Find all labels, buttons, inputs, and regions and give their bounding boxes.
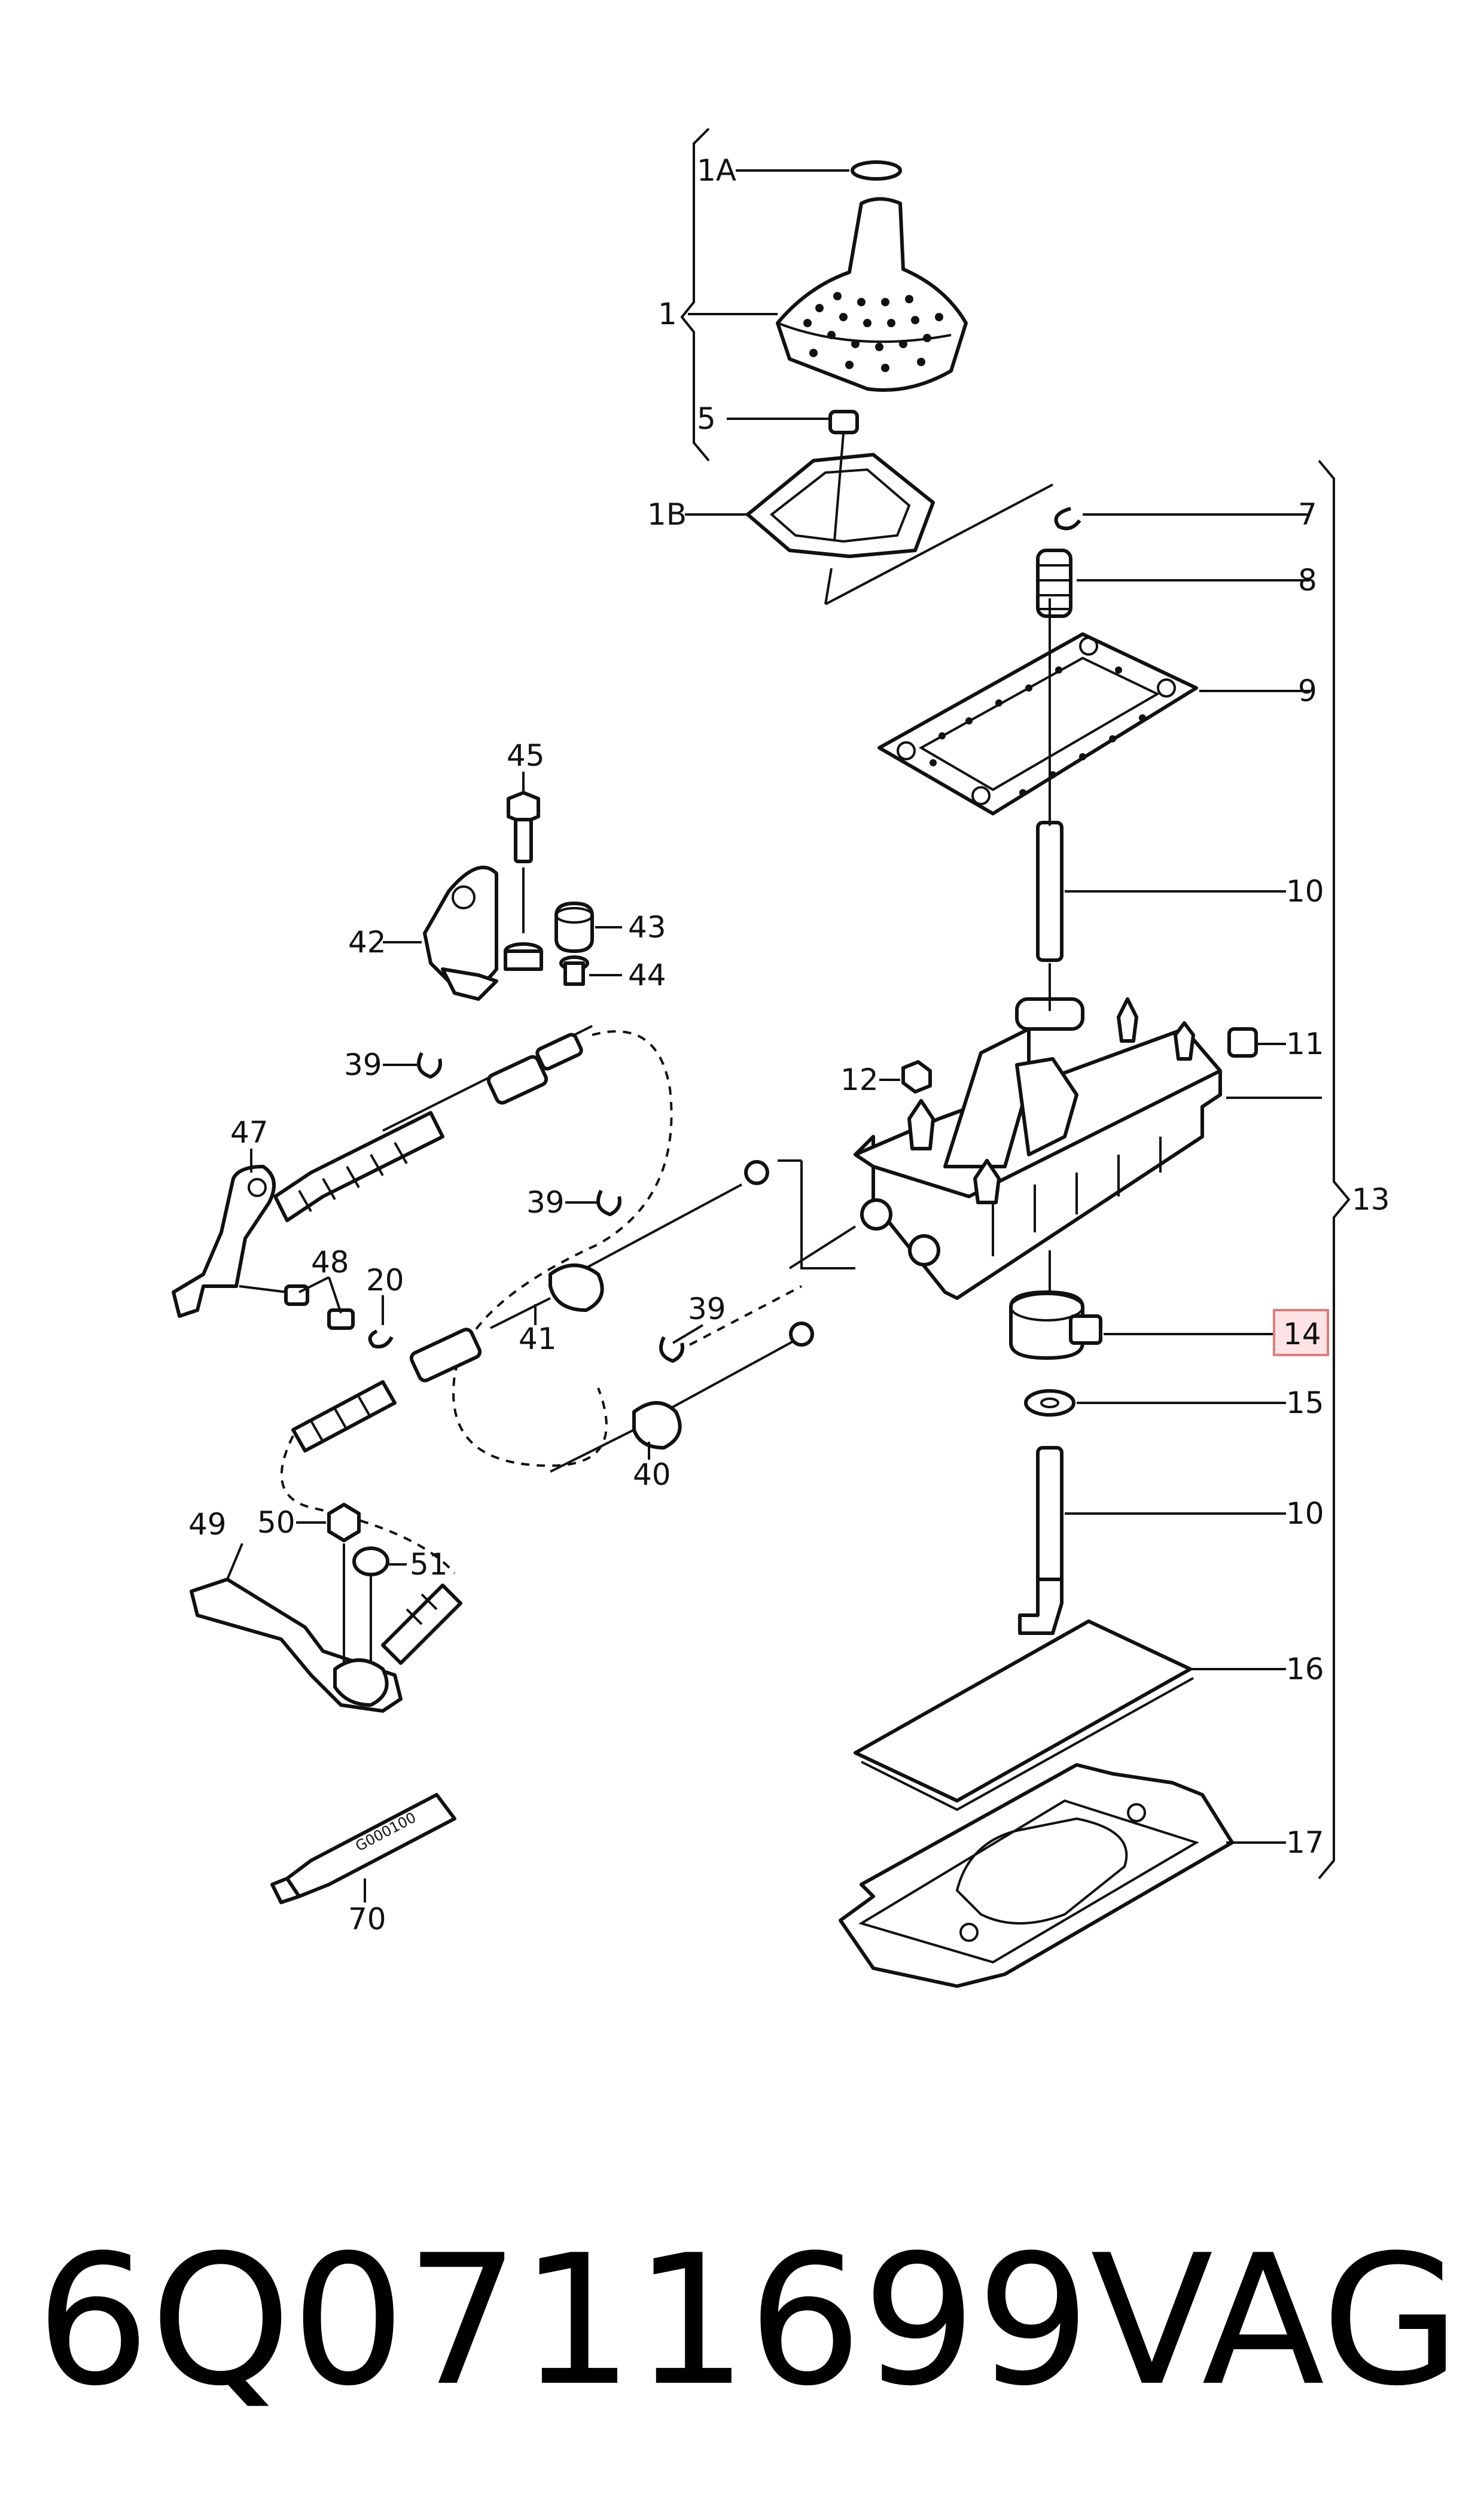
clip-39a [417,1052,442,1079]
callout-50: 50 [257,1505,295,1540]
callout-15: 15 [1286,1386,1324,1420]
lever-47 [172,1165,276,1318]
callout-45: 45 [507,738,545,773]
callout-17: 17 [1286,1825,1324,1860]
callout-39-b: 39 [526,1185,565,1220]
callout-16: 16 [1286,1652,1324,1686]
callout-8: 8 [1298,563,1317,598]
lever-49 [190,1578,462,1713]
callout-51: 51 [410,1547,448,1582]
callout-1b: 1B [647,497,687,532]
callout-40: 40 [633,1457,671,1492]
part-number: 6Q0711699 [36,2216,1091,2425]
callout-39-c: 39 [688,1292,726,1326]
callout-41: 41 [519,1322,557,1356]
cable-41-lower [280,1160,769,1575]
bracket-42 [423,866,498,1001]
rod-10-lower [1018,1446,1064,1635]
callout-9: 9 [1298,674,1317,708]
cap-51 [352,1546,389,1663]
cable-41-end-a [273,1033,583,1222]
bracket-1 [680,127,710,462]
rod-10-upper [1036,598,1064,962]
grease-tube-70: G000100 [270,1793,456,1904]
brand-label: VAG [1090,2216,1461,2425]
shifter-housing [854,997,1222,1300]
callout-39-a: 39 [344,1048,382,1082]
callout-14: 14 [1283,1317,1321,1351]
shift-frame-1b [746,453,935,558]
bolt-48 [239,1284,355,1330]
bracket-13 [1318,459,1351,1880]
callout-20: 20 [366,1263,404,1298]
callout-44: 44 [628,958,666,992]
sleeve-44 [559,955,589,986]
cable-40 [550,1285,814,1473]
cable-41-dashed [452,1030,673,1467]
clip-7 [1054,507,1081,531]
bushing-under-45 [504,942,543,971]
callout-10-lower: 10 [1286,1496,1324,1531]
knob-cap-1a [851,160,902,181]
callout-1: 1 [658,297,677,331]
callout-13: 13 [1352,1182,1390,1217]
clip-20 [368,1329,394,1348]
washer-15 [1024,1389,1075,1417]
highlight-box-14 [1273,1309,1329,1356]
spring-8 [1036,549,1072,618]
bushing-43 [554,902,594,953]
callout-42: 42 [348,925,386,960]
gear-knob [776,197,968,392]
callout-1a: 1A [697,153,736,188]
clip-39c [659,1336,684,1363]
callout-43: 43 [628,910,666,945]
callout-5: 5 [697,401,716,436]
base-plate-17 [839,1763,1234,1988]
callout-70: 70 [348,1902,386,1937]
callout-11: 11 [1286,1027,1324,1061]
callout-48: 48 [311,1245,349,1280]
bolt-45 [507,791,540,933]
callout-10-upper: 10 [1286,874,1324,909]
nut-50 [327,1503,361,1663]
gasket-9 [877,632,1198,815]
nut-12 [901,1060,932,1094]
callout-7: 7 [1298,497,1317,532]
bushing-14 [1009,1250,1102,1360]
callout-12: 12 [840,1062,879,1097]
callout-49: 49 [188,1507,227,1542]
clip-39b [596,1189,621,1216]
clip-11 [1227,1027,1258,1058]
footer: 6Q0711699 VAG [36,2213,1461,2429]
clamp-ring-5 [828,410,859,434]
callout-47: 47 [230,1115,269,1150]
